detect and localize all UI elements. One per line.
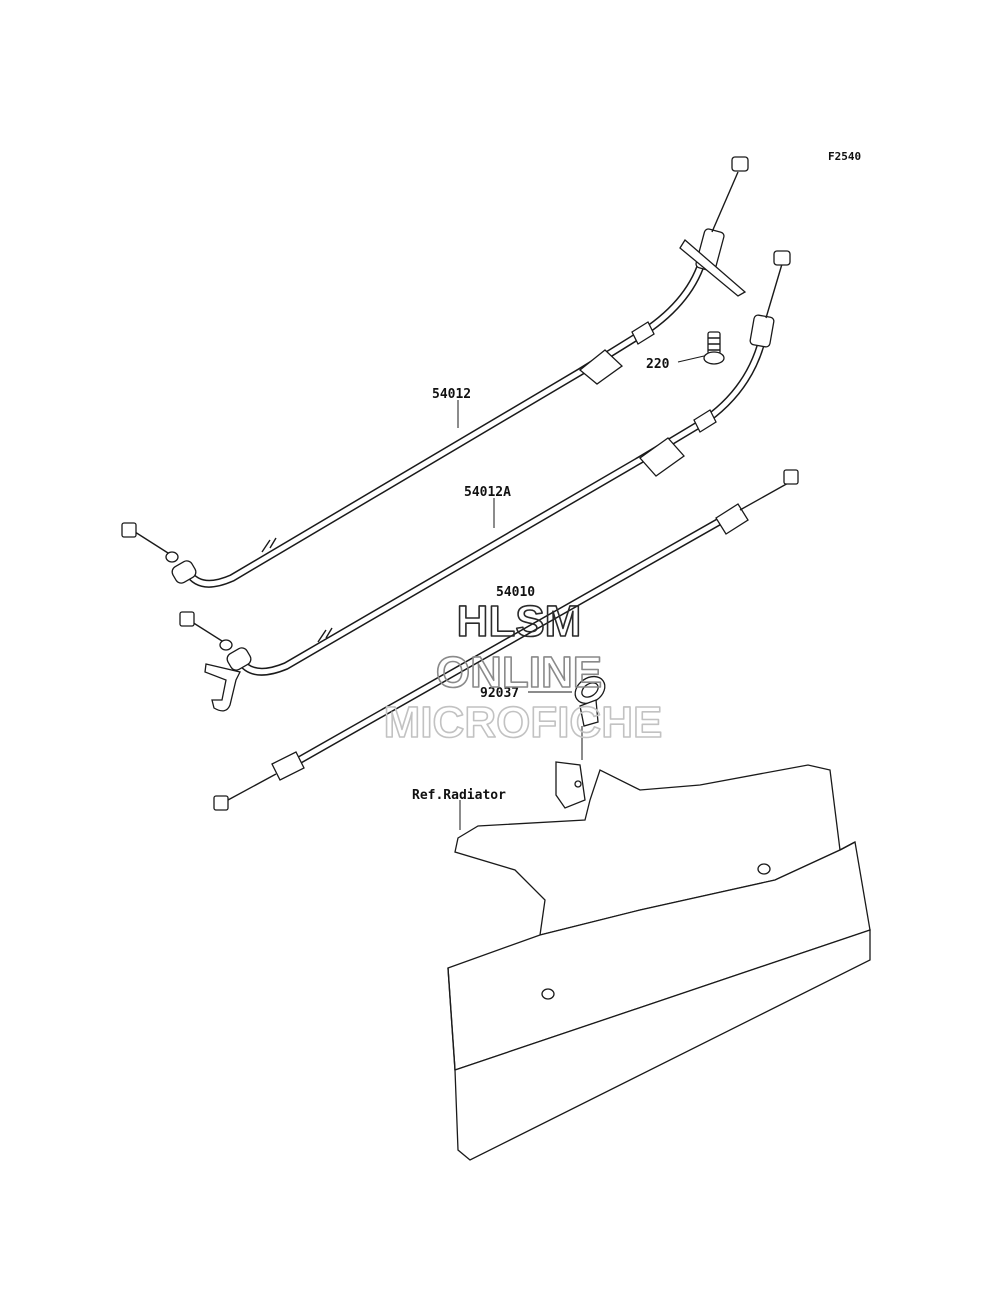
- cable-54012: [121, 156, 749, 588]
- label-ref-radiator: Ref.Radiator: [412, 788, 506, 803]
- watermark: HLSM ONLINE MICROFICHE: [383, 596, 663, 748]
- label-92037: 92037: [480, 686, 519, 701]
- watermark-line2: ONLINE: [436, 648, 602, 697]
- watermark-line3: MICROFICHE: [384, 698, 663, 747]
- radiator-shroud: [447, 761, 871, 1161]
- bolt-220: [703, 331, 725, 365]
- label-54010: 54010: [496, 585, 535, 600]
- label-54012: 54012: [432, 387, 471, 402]
- label-54012a: 54012A: [464, 485, 511, 500]
- figure-code: F2540: [828, 150, 861, 163]
- clamp-92037: [574, 675, 606, 760]
- watermark-line1: HLSM: [457, 597, 582, 646]
- cable-54012a: [179, 250, 791, 712]
- leader-lines: [457, 355, 705, 830]
- cable-54010: [213, 469, 799, 811]
- label-220: 220: [646, 357, 670, 372]
